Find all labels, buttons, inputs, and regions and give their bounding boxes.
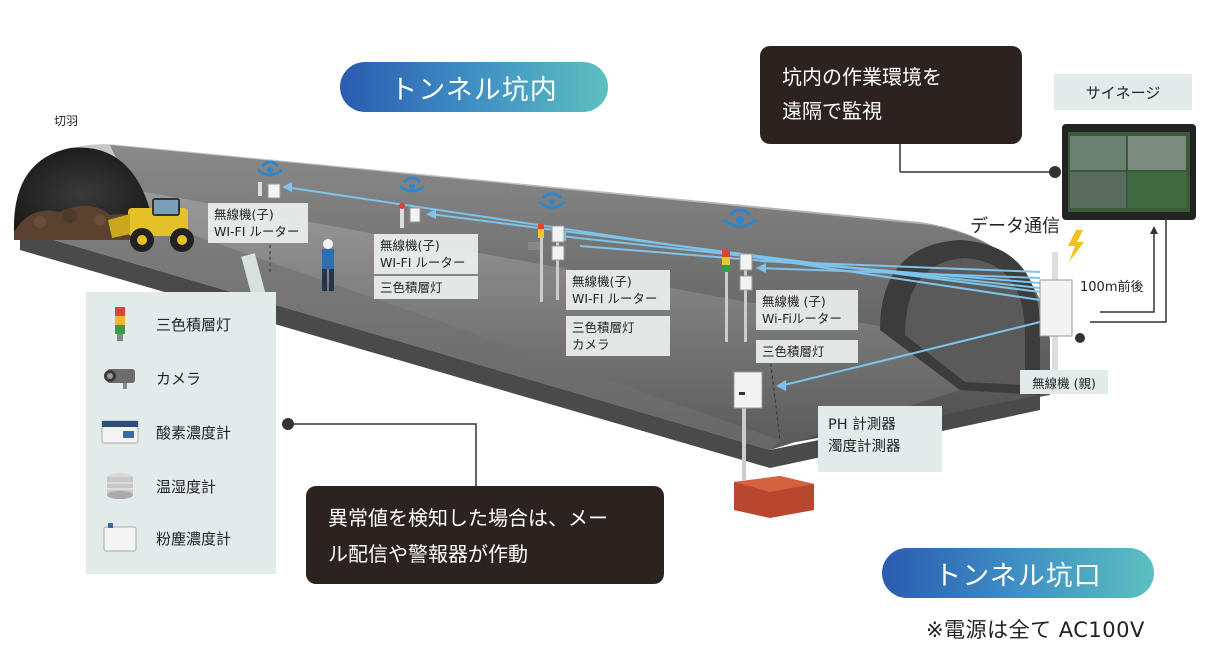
- label-line: カメラ: [572, 337, 610, 352]
- wifi-icons: [257, 160, 757, 228]
- child-unit-3-sub-label: 三色積層灯 カメラ: [566, 316, 670, 356]
- label-line: WI-FI ルーター: [380, 255, 466, 270]
- legend-label: カメラ: [156, 369, 202, 388]
- child-unit-3: [528, 224, 565, 302]
- parent-unit: [1039, 252, 1073, 376]
- label-line: WI-FI ルーター: [214, 224, 300, 239]
- child-unit-1: [258, 182, 281, 199]
- data-comm-label: データ通信: [970, 216, 1060, 237]
- lightning-icon: [1068, 230, 1084, 262]
- legend-label: 酸素濃度計: [156, 423, 232, 442]
- stack-light-icon: [98, 304, 142, 344]
- legend-label: 粉塵濃度計: [156, 529, 232, 548]
- label-line: Wi-Fiルーター: [762, 311, 842, 326]
- ph-meter-assembly: [733, 371, 814, 518]
- signage-monitor: [1062, 124, 1196, 220]
- face-label: 切羽: [54, 114, 79, 128]
- label-line: 無線機(子): [214, 207, 274, 222]
- child-unit-4: [722, 250, 753, 342]
- ph-turbidity-label: PH 計測器 濁度計測器: [818, 406, 942, 472]
- label-line: 無線機(子): [572, 274, 632, 289]
- tunnel-inside-title: トンネル坑内: [340, 62, 608, 112]
- child-unit-4-label: 無線機 (子) Wi-Fiルーター: [756, 290, 858, 330]
- child-unit-3-label: 無線機(子) WI-FI ルーター: [566, 270, 670, 310]
- callout-line: 異常値を検知した場合は、メー: [328, 506, 608, 530]
- legend-label: 温湿度計: [156, 477, 217, 496]
- signal-lines: [284, 186, 1041, 387]
- callout-line: 遠隔で監視: [782, 99, 882, 123]
- child-unit-2-label: 無線機(子) WI-FI ルーター: [374, 234, 478, 274]
- parent-unit-label: 無線機 (親): [1020, 370, 1108, 394]
- dust-meter-icon: [98, 518, 142, 558]
- distance-label: 100m前後: [1080, 280, 1144, 295]
- label-line: 無線機 (子): [762, 294, 826, 309]
- remote-monitoring-callout: 坑内の作業環境を 遠隔で監視: [760, 46, 1022, 144]
- label-line: 三色積層灯: [762, 344, 825, 359]
- turbidity-meter-text: 濁度計測器: [828, 439, 901, 455]
- legend-item: 三色積層灯: [86, 304, 276, 344]
- callout-line: ル配信や警報器が作動: [328, 542, 528, 566]
- ph-meter-text: PH 計測器: [828, 417, 896, 433]
- wheel-loader: [108, 198, 194, 252]
- camera-icon: [98, 358, 142, 398]
- legend-item: カメラ: [86, 358, 276, 398]
- sensor-legend: 三色積層灯 カメラ 酸素濃度計: [86, 292, 276, 574]
- worker-figure: [322, 239, 334, 291]
- label-line: 三色積層灯: [380, 280, 443, 295]
- callout-line: 坑内の作業環境を: [782, 65, 942, 89]
- label-line: WI-FI ルーター: [572, 291, 658, 306]
- label-line: 無線機(子): [380, 238, 440, 253]
- signage-label: サイネージ: [1054, 74, 1192, 110]
- thermo-hygrometer-icon: [98, 466, 142, 506]
- tunnel-portal-title: トンネル坑口: [882, 548, 1154, 598]
- child-unit-4-sub-label: 三色積層灯: [756, 340, 858, 363]
- oxygen-meter-icon: [98, 412, 142, 452]
- legend-label: 三色積層灯: [156, 315, 232, 334]
- child-unit-1-label: 無線機(子) WI-FI ルーター: [208, 203, 308, 243]
- power-note: ※電源は全て AC100V: [926, 618, 1145, 642]
- child-unit-2: [399, 203, 421, 228]
- alert-callout: 異常値を検知した場合は、メー ル配信や警報器が作動: [306, 486, 664, 584]
- legend-item: 酸素濃度計: [86, 412, 276, 452]
- child-unit-2-sub-label: 三色積層灯: [374, 276, 478, 299]
- label-line: 三色積層灯: [572, 320, 635, 335]
- legend-item: 粉塵濃度計: [86, 518, 276, 558]
- legend-item: 温湿度計: [86, 466, 276, 506]
